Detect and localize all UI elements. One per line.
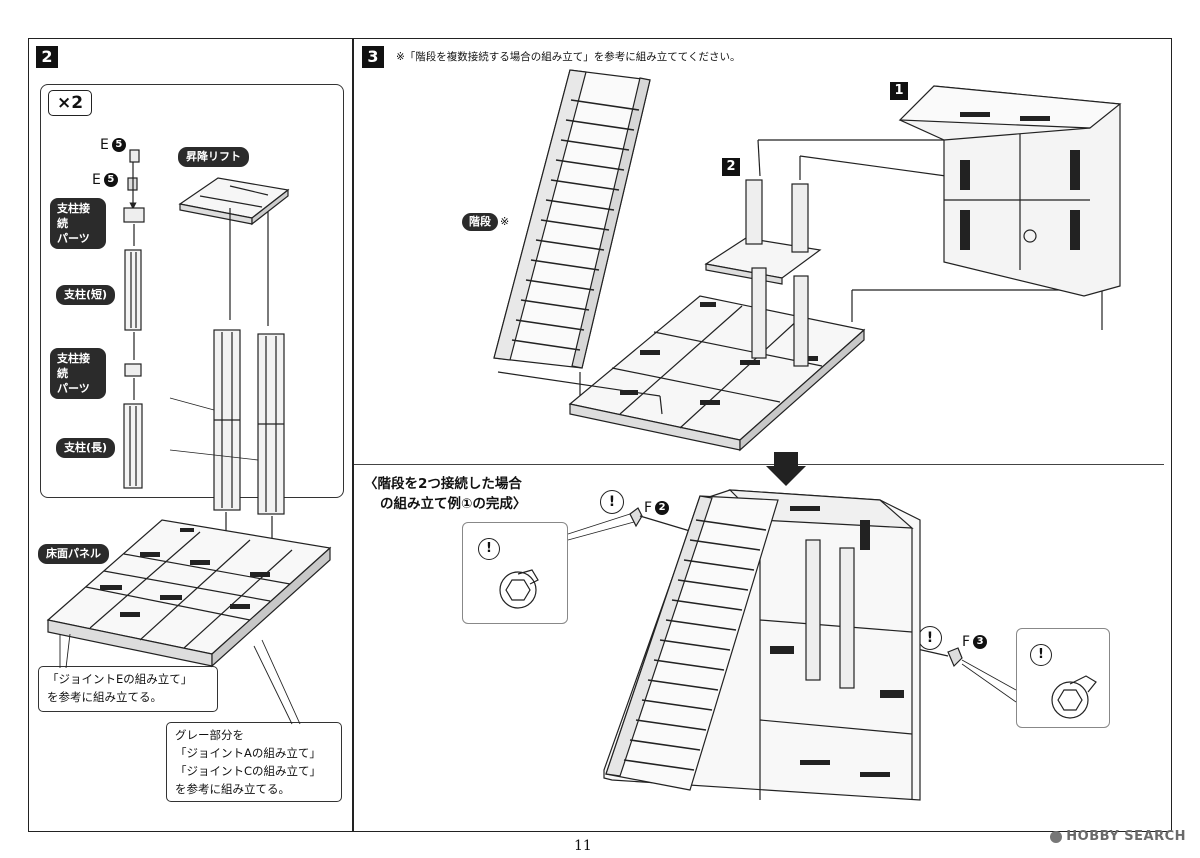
lift-label: 昇降リフト [178, 147, 249, 167]
quantity-multiplier: ×2 [48, 90, 92, 116]
stairs-label: 階段 [462, 213, 498, 231]
part-number-5-badge: 5 [111, 138, 126, 152]
pillar-short-label: 支柱(短) [56, 285, 116, 305]
caution-icon: ! [600, 490, 624, 514]
pillar-joint-part-label-2: 支柱接続 パーツ [50, 348, 106, 399]
pillar-short [124, 249, 142, 331]
upper-pillar [791, 183, 809, 253]
page-frame [28, 38, 1172, 832]
note-joint-e: 「ジョイントEの組み立て」 を参考に組み立てる。 [38, 666, 218, 712]
upper-pillar [745, 179, 763, 245]
part-1-badge: 1 [890, 82, 908, 100]
watermark-logo-icon [1050, 830, 1063, 843]
page-number: 11 [574, 838, 592, 854]
watermark: HOBBY SEARCH [1050, 829, 1186, 844]
caution-icon: ! [1030, 644, 1052, 666]
part-f-letter: F [644, 500, 653, 516]
stairs-mark: ※ [500, 215, 510, 228]
down-arrow-icon [766, 452, 806, 486]
completion-caption-line2: の組み立て例①の完成〉 [380, 496, 527, 512]
section-divider [354, 464, 1164, 465]
floor-panel-label: 床面パネル [38, 544, 109, 564]
step-3-instruction: ※「階段を複数接続する場合の組み立て」を参考に組み立ててください。 [396, 51, 741, 63]
step2-illustration [46, 149, 332, 725]
joint-f2-part [629, 507, 643, 528]
part-e-letter: E [92, 172, 101, 188]
step-2-number: 2 [36, 46, 58, 68]
joint-e-part [129, 149, 140, 163]
column-divider [352, 38, 354, 832]
part-number-5-badge: 5 [103, 173, 118, 187]
part-2-badge: 2 [722, 158, 740, 176]
pillar-long [123, 403, 143, 489]
step-3-number: 3 [362, 46, 384, 68]
stairs-label-group: 階段※ [462, 210, 509, 231]
step3-illustration [493, 69, 1122, 452]
completion-caption-line1: 〈階段を2つ接続した場合 [364, 476, 522, 492]
part-number-2-badge: 2 [655, 501, 670, 515]
caution-icon: ! [478, 538, 500, 560]
joint-f3-part [947, 647, 963, 668]
pillar-joint-part-label-1: 支柱接続 パーツ [50, 198, 106, 249]
watermark-text: HOBBY SEARCH [1066, 829, 1186, 844]
pillar-joint-part [123, 207, 145, 223]
pillar-joint-part [124, 363, 142, 377]
part-number-3-badge: 3 [973, 635, 988, 649]
part-f-letter: F [962, 634, 971, 650]
part-e-letter: E [100, 137, 109, 153]
note-gray-parts: グレー部分を 「ジョイントAの組み立て」 「ジョイントCの組み立て」 を参考に組… [166, 722, 342, 802]
pillar-subassembly-box [40, 84, 344, 498]
pillar-long-label: 支柱(長) [56, 438, 116, 458]
